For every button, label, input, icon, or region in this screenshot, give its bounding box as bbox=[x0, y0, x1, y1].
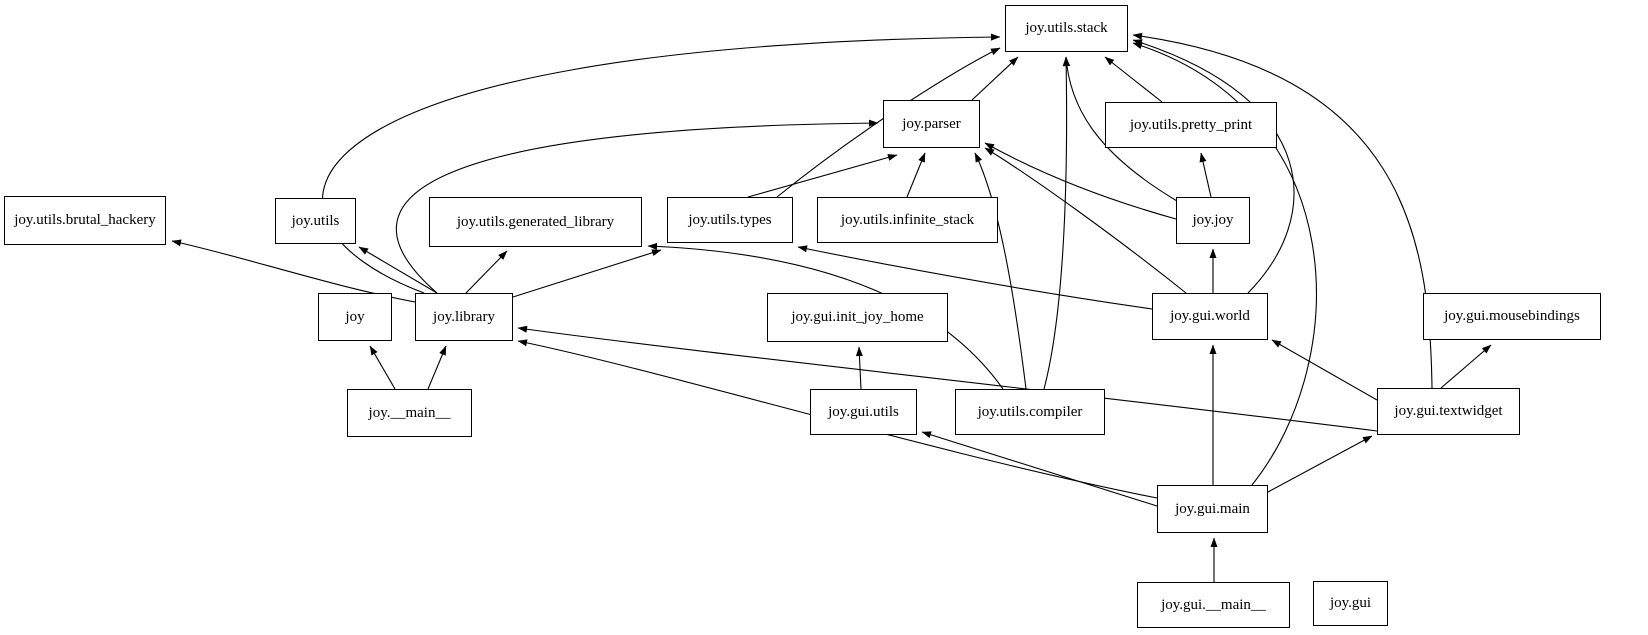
edge-joy-utils-pretty_print-to-joy-utils-stack bbox=[1104, 56, 1163, 103]
node-label-joy-__main__: joy.__main__ bbox=[368, 404, 451, 421]
node-label-joy-utils-pretty_print: joy.utils.pretty_print bbox=[1129, 116, 1253, 133]
node-joy-gui-world: joy.gui.world bbox=[1152, 293, 1268, 340]
node-joy-__main__: joy.__main__ bbox=[347, 389, 472, 437]
node-label-joy-gui: joy.gui bbox=[1329, 595, 1372, 611]
edge-joy-utils-compiler-to-joy-parser bbox=[974, 152, 1027, 390]
node-joy-utils-infinite_stack: joy.utils.infinite_stack bbox=[817, 197, 998, 243]
node-joy-parser: joy.parser bbox=[883, 100, 980, 148]
node-label-joy-gui-init_joy_home: joy.gui.init_joy_home bbox=[791, 309, 924, 325]
edge-joy-gui-textwidget-to-joy-library bbox=[517, 325, 1378, 432]
edge-joy-library-to-joy-utils-stack bbox=[321, 33, 1001, 294]
node-joy-gui-utils: joy.gui.utils bbox=[810, 389, 917, 435]
edge-joy-gui-world-to-joy-utils-types bbox=[797, 245, 1153, 310]
node-joy-utils-compiler: joy.utils.compiler bbox=[955, 389, 1105, 435]
edge-joy-gui-main-to-joy-library bbox=[517, 339, 1158, 499]
node-joy-gui-__main__: joy.gui.__main__ bbox=[1137, 582, 1290, 628]
node-label-joy-gui-world: joy.gui.world bbox=[1170, 308, 1250, 324]
edge-joy-gui-main-to-joy-utils-stack bbox=[1132, 42, 1317, 486]
node-label-joy-utils-brutal_hackery: joy.utils.brutal_hackery bbox=[14, 212, 156, 228]
node-label-joy-utils: joy.utils bbox=[291, 212, 340, 229]
node-joy-utils-pretty_print: joy.utils.pretty_print bbox=[1105, 102, 1277, 148]
node-label-joy-utils-compiler: joy.utils.compiler bbox=[977, 403, 1083, 420]
node-joy-joy: joy.joy bbox=[1176, 197, 1250, 244]
edge-joy-gui-main-to-joy-gui-utils bbox=[921, 431, 1158, 507]
edge-joy-gui-world-to-joy-parser bbox=[984, 147, 1187, 294]
node-joy-gui: joy.gui bbox=[1313, 581, 1388, 626]
edge-joy-library-to-joy-utils-types bbox=[512, 249, 662, 298]
edge-joy-gui-main-to-joy-gui-textwidget bbox=[1267, 435, 1373, 493]
node-label-joy-joy: joy.joy bbox=[1192, 212, 1234, 228]
node-label-joy-utils-types: joy.utils.types bbox=[688, 211, 772, 228]
edge-joy-library-to-joy-utils bbox=[358, 246, 438, 294]
edge-joy-gui-textwidget-to-joy-gui-mousebindings bbox=[1440, 344, 1492, 389]
node-joy-utils-brutal_hackery: joy.utils.brutal_hackery bbox=[4, 196, 166, 245]
edge-joy-joy-to-joy-parser bbox=[984, 142, 1177, 220]
node-label-joy-library: joy.library bbox=[433, 308, 495, 325]
edge-joy-__main__-to-joy-library bbox=[427, 345, 447, 390]
edge-joy-parser-to-joy-utils-stack bbox=[971, 56, 1019, 101]
edge-joy-gui-textwidget-to-joy-gui-world bbox=[1271, 339, 1378, 401]
node-joy-gui-textwidget: joy.gui.textwidget bbox=[1377, 388, 1520, 435]
edge-joy-gui-world-to-joy-utils-stack bbox=[1132, 39, 1295, 294]
node-label-joy-utils-stack: joy.utils.stack bbox=[1025, 20, 1108, 36]
node-label-joy-gui-main: joy.gui.main bbox=[1175, 500, 1250, 517]
edge-joy-gui-utils-to-joy-gui-init_joy_home bbox=[855, 346, 863, 390]
node-joy: joy bbox=[318, 293, 392, 341]
node-label-joy-utils-infinite_stack: joy.utils.infinite_stack bbox=[840, 211, 975, 228]
edge-joy-__main__-to-joy bbox=[369, 345, 396, 390]
edge-joy-utils-infinite_stack-to-joy-parser bbox=[906, 152, 926, 198]
edge-joy-utils-compiler-to-joy-utils-generated_library bbox=[647, 242, 1004, 390]
edge-joy-joy-to-joy-utils-stack bbox=[1063, 56, 1178, 202]
edge-joy-joy-to-joy-utils-pretty_print bbox=[1199, 152, 1212, 198]
node-joy-gui-init_joy_home: joy.gui.init_joy_home bbox=[767, 293, 948, 342]
node-label-joy-utils-generated_library: joy.utils.generated_library bbox=[456, 213, 615, 230]
node-joy-utils: joy.utils bbox=[275, 198, 356, 244]
node-label-joy-gui-textwidget: joy.gui.textwidget bbox=[1394, 403, 1503, 419]
node-joy-utils-types: joy.utils.types bbox=[667, 197, 793, 243]
edge-joy-library-to-joy-parser bbox=[395, 119, 879, 294]
node-joy-gui-mousebindings: joy.gui.mousebindings bbox=[1423, 293, 1601, 340]
node-label-joy-parser: joy.parser bbox=[902, 115, 961, 132]
node-joy-gui-main: joy.gui.main bbox=[1157, 485, 1268, 533]
node-label-joy-gui-utils: joy.gui.utils bbox=[828, 403, 899, 420]
node-joy-utils-stack: joy.utils.stack bbox=[1005, 5, 1128, 52]
edge-joy-utils-compiler-to-joy-utils-stack bbox=[1043, 56, 1070, 390]
edge-joy-utils-types-to-joy-parser bbox=[747, 154, 898, 198]
node-label-joy-gui-__main__: joy.gui.__main__ bbox=[1161, 596, 1266, 613]
node-label-joy-gui-mousebindings: joy.gui.mousebindings bbox=[1444, 308, 1580, 324]
node-joy-utils-generated_library: joy.utils.generated_library bbox=[429, 197, 642, 247]
node-label-joy: joy bbox=[345, 308, 365, 325]
edge-joy-library-to-joy-utils-generated_library bbox=[465, 250, 508, 294]
node-joy-library: joy.library bbox=[415, 293, 513, 341]
